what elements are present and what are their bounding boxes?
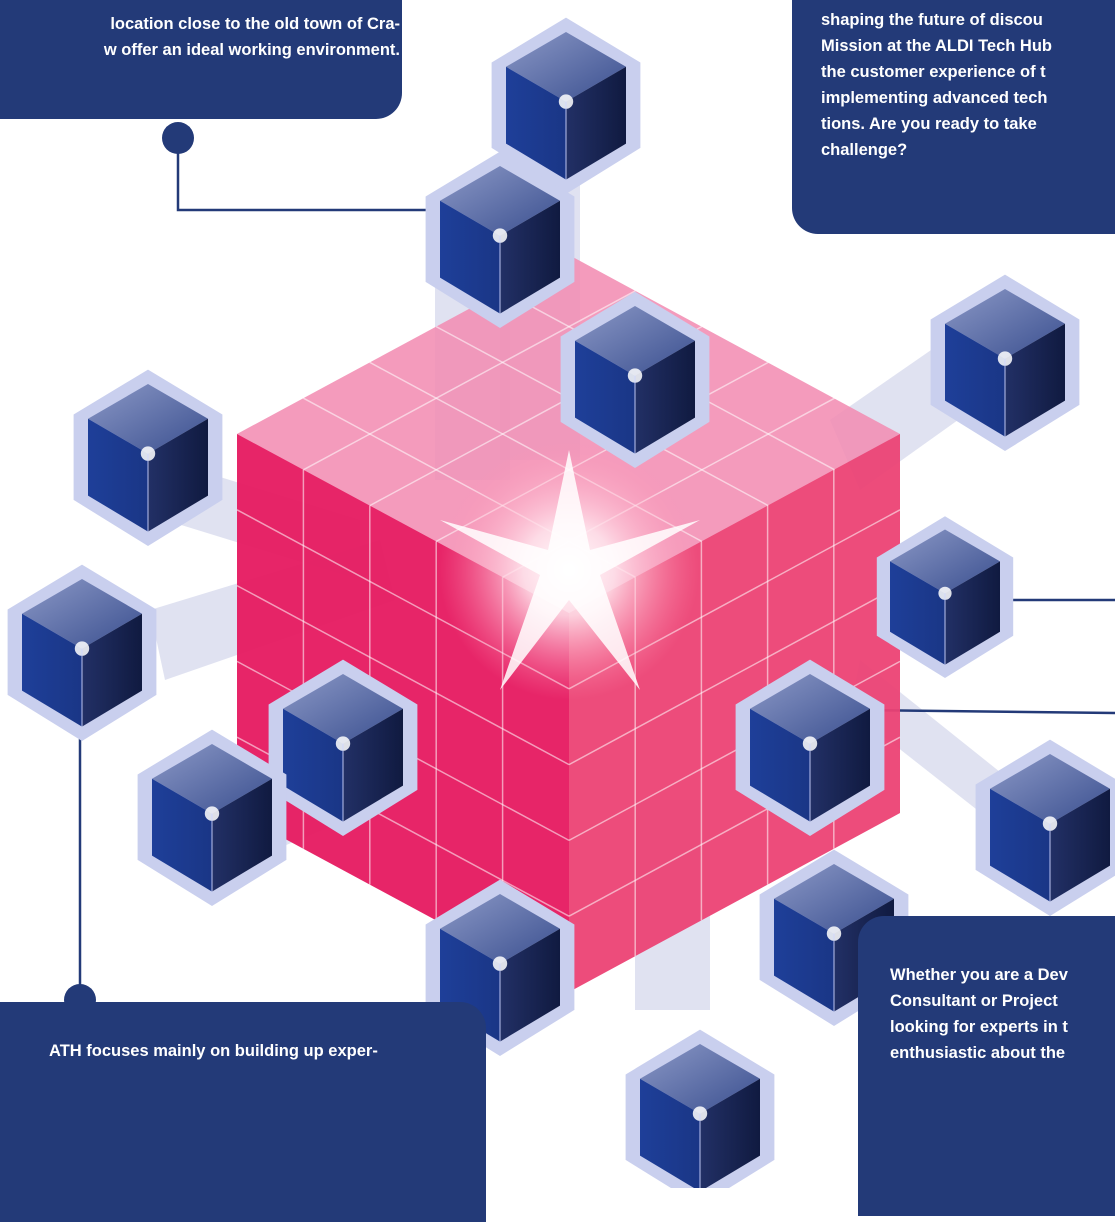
info-box-roles: Whether you are a Dev Consultant or Proj… bbox=[858, 916, 1115, 1216]
cube-left-face bbox=[152, 778, 212, 892]
cube-icon bbox=[560, 291, 710, 468]
cube-left-face bbox=[22, 613, 82, 727]
cube-icon bbox=[425, 151, 575, 328]
grid-line bbox=[303, 290, 636, 471]
cube-left-face bbox=[506, 66, 566, 180]
cube-top-face bbox=[88, 384, 208, 454]
info-text-line: tions. Are you ready to take bbox=[821, 115, 1037, 133]
four-point-star-icon bbox=[439, 440, 700, 700]
info-text-line: location close to the old town of Cra- bbox=[110, 15, 400, 33]
cube-glint bbox=[627, 368, 643, 383]
cube-icon bbox=[268, 659, 418, 836]
cube-icon bbox=[625, 1029, 775, 1188]
cube-top-face bbox=[440, 894, 560, 964]
cube-left-face bbox=[990, 788, 1050, 902]
cube-icon bbox=[73, 369, 223, 546]
cube-top-face bbox=[990, 754, 1110, 824]
cube-left-face bbox=[750, 708, 810, 822]
cube-top-face bbox=[575, 306, 695, 376]
grid-line bbox=[236, 584, 570, 766]
cube-right-face bbox=[148, 418, 208, 532]
cube-left-face bbox=[890, 561, 945, 665]
info-box-mission: shaping the future of discou Mission at … bbox=[792, 0, 1115, 234]
cube-network-illustration bbox=[7, 17, 1115, 1188]
satellite-cubes bbox=[7, 17, 1115, 1188]
connector-line bbox=[176, 138, 435, 212]
cube-top-face bbox=[283, 674, 403, 744]
grid-cube-top bbox=[237, 255, 900, 613]
cube-icon bbox=[7, 564, 157, 741]
info-text-line: shaping the future of discou bbox=[821, 11, 1043, 29]
connector-dot bbox=[162, 122, 194, 154]
cube-right-face bbox=[1005, 323, 1065, 437]
cube-right-face bbox=[212, 778, 272, 892]
cube-right-face bbox=[343, 708, 403, 822]
glow-star bbox=[440, 450, 700, 690]
info-box-focus: ATH focuses mainly on building up exper- bbox=[0, 1002, 486, 1222]
cube-top-face bbox=[774, 864, 894, 934]
cube-left-face bbox=[88, 418, 148, 532]
info-text-line: w offer an ideal working environment. bbox=[103, 41, 400, 59]
cube-right-face bbox=[635, 340, 695, 454]
cube-glint bbox=[997, 351, 1013, 366]
cube-glint bbox=[140, 446, 156, 461]
cube-left-face bbox=[640, 1078, 700, 1188]
cube-right-face bbox=[500, 200, 560, 314]
cube-top-face bbox=[152, 744, 272, 814]
info-text-line: ATH focuses mainly on building up exper- bbox=[49, 1042, 378, 1060]
info-text-line: Consultant or Project bbox=[890, 992, 1058, 1010]
cube-icon bbox=[137, 729, 287, 906]
connector-line bbox=[859, 708, 1115, 715]
info-text-line: the customer experience of t bbox=[821, 63, 1046, 81]
cube-icon bbox=[975, 739, 1115, 916]
cube-icon bbox=[876, 516, 1014, 678]
info-text-line: Mission at the ALDI Tech Hub bbox=[821, 37, 1053, 55]
cube-top-face bbox=[640, 1044, 760, 1114]
cube-right-face bbox=[945, 561, 1000, 665]
info-box-location: location close to the old town of Cra- w… bbox=[0, 0, 402, 119]
grid-line bbox=[568, 584, 901, 766]
cube-right-face bbox=[82, 613, 142, 727]
cube-icon bbox=[930, 274, 1080, 451]
info-text-line: Whether you are a Dev bbox=[890, 966, 1068, 984]
cube-right-face bbox=[810, 708, 870, 822]
cube-left-face bbox=[774, 898, 834, 1012]
cube-top-face bbox=[945, 289, 1065, 359]
info-text-line: enthusiastic about the bbox=[890, 1044, 1066, 1062]
cube-top-face bbox=[506, 32, 626, 102]
info-text-line: implementing advanced tech bbox=[821, 89, 1048, 107]
cube-top-face bbox=[890, 529, 1000, 594]
cube-right-face bbox=[566, 66, 626, 180]
cube-left-face bbox=[575, 340, 635, 454]
cube-top-face bbox=[440, 166, 560, 236]
cube-top-face bbox=[750, 674, 870, 744]
cube-icon bbox=[759, 849, 909, 1026]
cube-top-face bbox=[22, 579, 142, 649]
cube-right-face bbox=[700, 1078, 760, 1188]
cube-left-face bbox=[440, 200, 500, 314]
cube-left-face bbox=[283, 708, 343, 822]
cube-icon bbox=[735, 659, 885, 836]
cube-right-face bbox=[1050, 788, 1110, 902]
cube-right-face bbox=[500, 928, 560, 1042]
cube-left-face bbox=[945, 323, 1005, 437]
info-text-line: challenge? bbox=[821, 141, 908, 159]
cube-icon bbox=[491, 17, 641, 194]
info-text-line: looking for experts in t bbox=[890, 1018, 1068, 1036]
